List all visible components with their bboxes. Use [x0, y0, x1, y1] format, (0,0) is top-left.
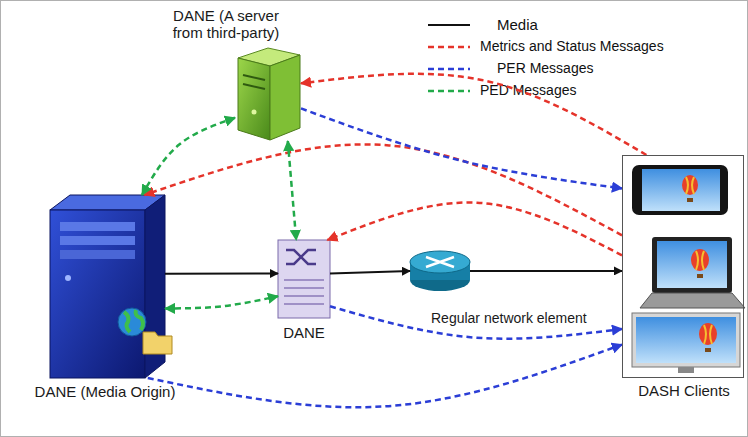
drive-bay	[60, 222, 135, 231]
switch-lines	[284, 280, 324, 304]
laptop-icon	[640, 237, 745, 308]
node-label: DANE (Media Origin)	[10, 383, 200, 400]
legend-sample	[428, 46, 470, 49]
phone-body	[632, 165, 728, 215]
connector	[330, 271, 410, 274]
legend-item: Metrics and Status Messages	[420, 37, 740, 57]
node-label: DANE	[268, 324, 340, 341]
server-side	[270, 55, 300, 140]
switch-icon	[278, 240, 330, 318]
node-label: DASH Clients	[613, 382, 748, 399]
basket	[705, 348, 711, 352]
legend-text: Metrics and Status Messages	[480, 38, 664, 54]
connector	[165, 296, 278, 308]
node-label: DANE (A server from third-party)	[165, 7, 287, 41]
server-slot	[243, 84, 265, 89]
globe-land	[124, 310, 143, 332]
server-led	[252, 110, 257, 115]
basket	[687, 198, 693, 202]
legend-text: Media	[497, 16, 538, 33]
legend-line	[420, 59, 472, 79]
laptop-lid	[652, 237, 732, 293]
legend-sample	[428, 90, 470, 93]
globe-icon	[118, 308, 146, 336]
server-slot	[243, 75, 265, 80]
connector	[330, 306, 622, 338]
connector	[144, 144, 622, 235]
router-arrows	[426, 257, 454, 267]
switch-arrows	[286, 250, 316, 264]
folder-icon	[143, 332, 172, 354]
connector	[301, 108, 622, 188]
legend-item: PER Messages	[420, 59, 740, 79]
server-icon	[238, 48, 300, 140]
node-box: DANE (Media Origin)	[50, 195, 165, 378]
connector	[327, 203, 622, 256]
monitor-icon	[632, 313, 740, 373]
phone-screen	[642, 169, 720, 211]
router-icon	[410, 251, 470, 291]
node-box: DANE	[278, 240, 330, 318]
tower-icon	[50, 195, 172, 378]
tower-front	[50, 210, 145, 378]
connector	[470, 270, 622, 272]
node-box: DANE (A server from third-party)	[235, 48, 301, 141]
connector	[288, 141, 296, 240]
basket	[697, 274, 703, 278]
connector	[165, 273, 278, 275]
legend-item: Media	[420, 15, 740, 35]
phone-icon	[632, 165, 728, 215]
legend-sample	[428, 68, 470, 71]
monitor-stand	[678, 367, 694, 373]
switch-body	[278, 240, 330, 318]
power-led	[65, 275, 71, 281]
legend-line	[420, 81, 472, 101]
router-top	[410, 251, 470, 273]
connector	[148, 345, 622, 408]
balloon	[691, 249, 709, 271]
balloon	[682, 175, 698, 195]
legend: MediaMetrics and Status MessagesPER Mess…	[420, 6, 740, 101]
node-label: Regular network element	[431, 310, 616, 327]
balloon	[699, 323, 717, 345]
server-front	[238, 58, 270, 140]
node-box: Regular network element	[410, 250, 470, 292]
legend-line	[420, 15, 472, 35]
balloon-stripe	[686, 177, 694, 194]
balloon-stripe	[704, 325, 712, 344]
legend-text: PER Messages	[497, 60, 593, 76]
monitor-bezel	[632, 313, 740, 367]
laptop-screen	[657, 241, 727, 288]
connector	[142, 118, 235, 195]
balloon-stripe	[696, 251, 704, 270]
monitor-screen	[636, 317, 736, 363]
node-box: DASH Clients	[622, 155, 744, 378]
legend-item: PED Messages	[420, 81, 740, 101]
legend-text: PED Messages	[480, 82, 576, 98]
drive-bay	[60, 236, 135, 245]
legend-line	[420, 37, 472, 57]
drive-bay	[60, 250, 135, 259]
connector	[301, 74, 646, 155]
laptop-base	[640, 293, 745, 308]
legend-sample	[428, 24, 470, 26]
